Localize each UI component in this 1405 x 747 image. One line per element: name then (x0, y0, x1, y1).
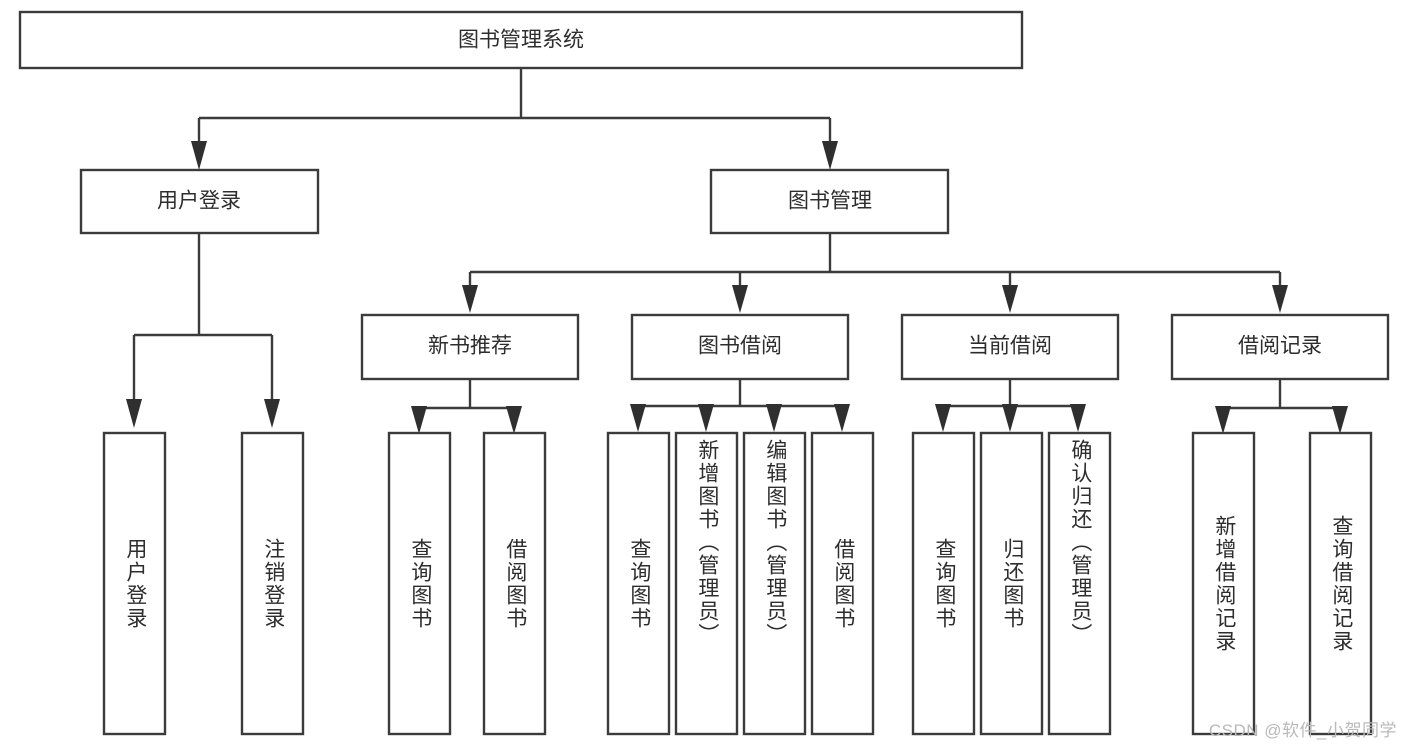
arrow-head-current-borrow (1002, 285, 1018, 313)
arrow-head-leaf-confirm-return (1070, 404, 1086, 432)
node-label-book-management: 图书管理 (788, 190, 872, 213)
node-book-management[interactable]: 图书管理 (709, 168, 950, 235)
arrow-head-leaf-user-logout (264, 399, 280, 428)
arrow-head-book-management (822, 141, 838, 170)
node-box-leaf-confirm-return[interactable] (1047, 431, 1112, 736)
node-user-login[interactable]: 用户登录 (79, 168, 320, 235)
node-box-leaf-query-book-current[interactable] (911, 431, 976, 736)
connector-group-book-borrow (630, 379, 850, 432)
node-box-book-borrow[interactable] (630, 313, 850, 381)
node-new-book-recommend[interactable]: 新书推荐 (360, 313, 580, 381)
node-label-user-login: 用户登录 (157, 190, 241, 213)
arrow-head-leaf-user-login (126, 399, 142, 428)
node-label-borrow-record: 借阅记录 (1238, 335, 1322, 358)
node-box-root[interactable] (18, 10, 1024, 70)
node-borrow-record[interactable]: 借阅记录 (1170, 313, 1390, 381)
arrow-head-book-borrow (732, 285, 748, 313)
node-box-leaf-return-book[interactable] (979, 431, 1044, 736)
node-box-user-login[interactable] (79, 168, 320, 235)
node-box-borrow-record[interactable] (1170, 313, 1390, 381)
node-label-root: 图书管理系统 (458, 29, 584, 52)
node-current-borrow[interactable]: 当前借阅 (900, 313, 1120, 381)
connector-group-book-management (462, 233, 1288, 313)
arrow-head-leaf-query-book-rec (411, 406, 427, 434)
arrow-head-user-login (191, 141, 207, 170)
node-box-current-borrow[interactable] (900, 313, 1120, 381)
node-box-book-management[interactable] (709, 168, 950, 235)
arrow-head-leaf-borrow-book-rec (506, 406, 522, 434)
arrow-head-borrow-record (1272, 285, 1288, 313)
connector-group-user-login (126, 233, 280, 428)
node-box-leaf-add-record[interactable] (1191, 431, 1256, 736)
arrow-head-leaf-add-record (1215, 406, 1231, 434)
leaf-boxes (102, 431, 1373, 736)
node-box-leaf-edit-book[interactable] (742, 431, 807, 736)
node-box-leaf-query-record[interactable] (1308, 431, 1373, 736)
arrow-head-leaf-query-record (1332, 406, 1348, 434)
node-label-new-book-recommend: 新书推荐 (428, 335, 512, 358)
arrow-head-leaf-query-book-borrow (630, 404, 646, 432)
node-box-leaf-query-book-borrow[interactable] (606, 431, 671, 736)
arrow-head-leaf-edit-book (766, 404, 782, 432)
node-book-borrow[interactable]: 图书借阅 (630, 313, 850, 381)
arrow-head-leaf-borrow-book (834, 404, 850, 432)
node-label-book-borrow: 图书借阅 (698, 335, 782, 358)
arrow-head-leaf-add-book (698, 404, 714, 432)
node-box-leaf-query-book-rec[interactable] (387, 431, 452, 736)
arrow-head-leaf-return-book (1002, 404, 1018, 432)
connector-group-new-book-recommend (411, 379, 522, 434)
node-box-leaf-user-logout[interactable] (240, 431, 305, 736)
node-box-leaf-user-login[interactable] (102, 431, 167, 736)
node-box-leaf-add-book[interactable] (674, 431, 739, 736)
connector-group-root (191, 68, 838, 170)
connector-group-current-borrow (935, 379, 1086, 432)
node-label-current-borrow: 当前借阅 (968, 335, 1052, 358)
node-box-leaf-borrow-book[interactable] (810, 431, 875, 736)
node-box-new-book-recommend[interactable] (360, 313, 580, 381)
arrow-head-leaf-query-book-current (935, 404, 951, 432)
csdn-watermark: CSDN @软件_小贺同学 (1208, 721, 1397, 740)
connector-group-borrow-record (1215, 379, 1348, 434)
arrow-head-new-book-recommend (462, 285, 478, 313)
node-root[interactable]: 图书管理系统 (18, 10, 1024, 70)
node-box-leaf-borrow-book-rec[interactable] (482, 431, 547, 736)
